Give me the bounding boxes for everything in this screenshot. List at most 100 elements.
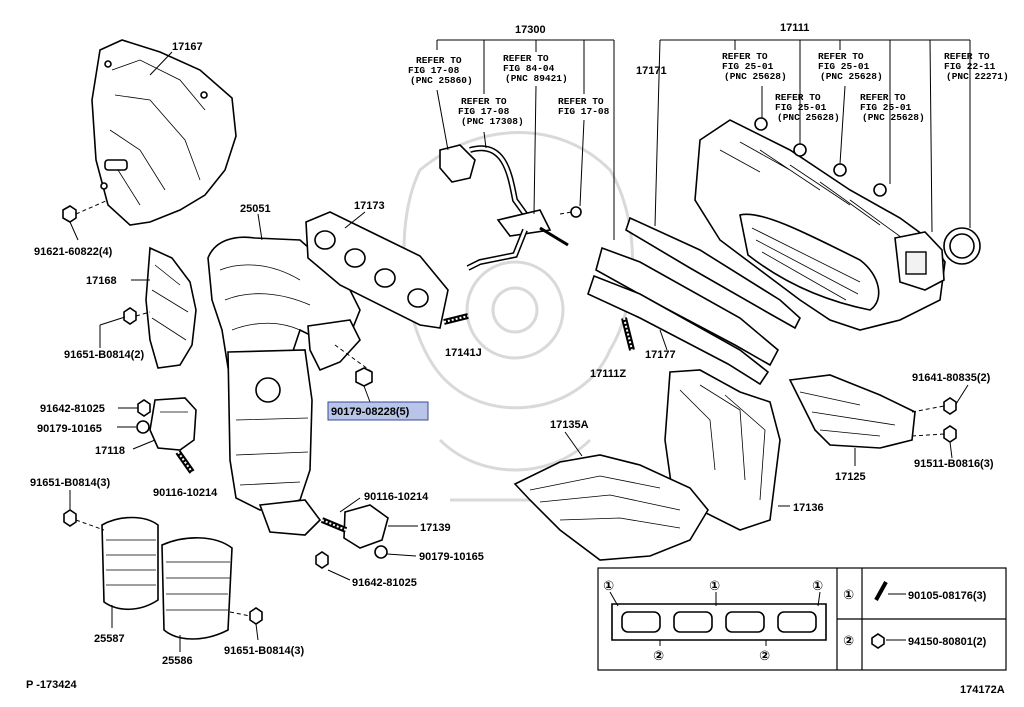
svg-text:(PNC 25628): (PNC 25628) — [777, 112, 840, 123]
label-91651-B0814-3-left: 91651-B0814(3) — [30, 477, 110, 489]
legend-box — [597, 567, 1007, 671]
svg-text:FIG 17-08: FIG 17-08 — [458, 106, 510, 117]
ref-fig-25-01-a: REFER TO FIG 25-01 (PNC 25628) — [722, 51, 787, 82]
legend-item-2: 94150-80801(2) — [908, 636, 987, 648]
label-91651-B0814-2: 91651-B0814(2) — [64, 349, 144, 361]
svg-text:REFER TO: REFER TO — [860, 92, 906, 103]
ref-fig-22-11-22271: REFER TO FIG 22-11 (PNC 22271) — [944, 51, 1009, 82]
legend-key-2: ② — [843, 633, 854, 648]
svg-text:FIG 25-01: FIG 25-01 — [775, 102, 827, 113]
nut-90179-08228 — [334, 344, 373, 403]
label-91511-B0816: 91511-B0816(3) — [914, 458, 994, 470]
legend-marker-2a: ② — [653, 648, 664, 663]
bracket-17168 — [131, 246, 197, 369]
label-91642-81025-lower: 91642-81025 — [352, 577, 417, 589]
footer-right-code: 174172A — [960, 684, 1005, 696]
svg-text:FIG 25-01: FIG 25-01 — [860, 102, 912, 113]
ref-fig-17-08: REFER TO FIG 17-08 — [558, 96, 610, 117]
label-17139: 17139 — [420, 522, 451, 534]
svg-text:REFER TO: REFER TO — [416, 55, 462, 66]
label-17111Z: 17111Z — [590, 368, 626, 380]
legend-marker-1a: ① — [603, 578, 614, 593]
label-17167: 17167 — [172, 41, 203, 53]
ref-fig-17-08-17308: REFER TO FIG 17-08 (PNC 17308) — [458, 96, 524, 127]
heat-insulator-17167 — [91, 39, 237, 226]
svg-text:(PNC 89421): (PNC 89421) — [505, 73, 568, 84]
bolt-91651-bottom — [229, 607, 263, 641]
footer-left-code: P -173424 — [26, 679, 77, 691]
label-90116-10214-lower: 90116-10214 — [364, 491, 429, 503]
leader-17300 — [436, 39, 615, 240]
bolt-91642-lower — [315, 551, 351, 581]
legend-marker-2b: ② — [759, 648, 770, 663]
gasket-17173 — [305, 211, 449, 329]
svg-text:(PNC 25628): (PNC 25628) — [724, 71, 787, 82]
nut-90179-lower — [374, 545, 417, 559]
svg-text:FIG 25-01: FIG 25-01 — [818, 61, 870, 72]
legend-marker-1b: ① — [709, 578, 720, 593]
svg-text:(PNC 17308): (PNC 17308) — [461, 116, 524, 127]
svg-text:FIG 22-11: FIG 22-11 — [944, 61, 996, 72]
svg-text:FIG 25-01: FIG 25-01 — [722, 61, 774, 72]
bolt-91651-left — [99, 307, 151, 348]
bracket-17118 — [132, 397, 197, 451]
ref-fig-17-08-25860: REFER TO FIG 17-08 (PNC 25860) — [408, 55, 473, 86]
leader-17111 — [660, 39, 971, 233]
ref-fig-84-04-89421: REFER TO FIG 84-04 (PNC 89421) — [503, 53, 568, 84]
label-17177: 17177 — [645, 349, 676, 361]
label-91642-81025-left: 91642-81025 — [40, 403, 105, 415]
legend-marker-1c: ① — [812, 578, 823, 593]
svg-text:REFER TO: REFER TO — [722, 51, 768, 62]
label-90116-10214-left: 90116-10214 — [153, 487, 218, 499]
label-17125: 17125 — [835, 471, 866, 483]
label-91621-60822: 91621-60822(4) — [34, 246, 113, 258]
svg-text:(PNC 22271): (PNC 22271) — [946, 71, 1009, 82]
legend-text: ① ① ① ② ② ① ② 90105-08176(3) 94150-80801… — [603, 578, 987, 663]
legend-key-1: ① — [843, 587, 854, 602]
bolt-91511 — [943, 425, 957, 459]
label-90179-10165-lower: 90179-10165 — [419, 551, 484, 563]
label-17171: 17171 — [636, 65, 667, 77]
bracket-17139 — [343, 504, 418, 549]
ref-fig-25-01-d: REFER TO FIG 25-01 (PNC 25628) — [860, 92, 925, 123]
svg-text:FIG 84-04: FIG 84-04 — [503, 63, 555, 74]
intake-manifold-17111 — [694, 117, 981, 331]
svg-text:(PNC 25860): (PNC 25860) — [410, 75, 473, 86]
label-25051: 25051 — [240, 203, 271, 215]
exhaust-manifold-25051 — [207, 213, 361, 536]
bracket-17125 — [788, 374, 945, 466]
label-17141J: 17141J — [445, 347, 482, 359]
svg-text:(PNC 25628): (PNC 25628) — [862, 112, 925, 123]
label-90179-10165-left: 90179-10165 — [37, 423, 102, 435]
highlight-box — [327, 401, 429, 421]
bolt-91651-lowerleft — [63, 490, 105, 531]
label-17118: 17118 — [95, 445, 125, 457]
label-90179-08228-highlighted[interactable]: 90179-08228(5) — [331, 406, 410, 418]
svg-text:REFER TO: REFER TO — [818, 51, 864, 62]
svg-text:FIG 17-08: FIG 17-08 — [408, 65, 460, 76]
label-91641-80835: 91641-80835(2) — [912, 372, 991, 384]
label-17111: 17111 — [780, 22, 809, 34]
bolt-91641 — [943, 384, 969, 415]
label-17173: 17173 — [354, 200, 385, 212]
svg-text:(PNC 25628): (PNC 25628) — [820, 71, 883, 82]
svg-text:REFER TO: REFER TO — [775, 92, 821, 103]
label-17136: 17136 — [793, 502, 824, 514]
gasket-17177 — [587, 246, 780, 386]
label-17168: 17168 — [86, 275, 117, 287]
svg-text:REFER TO: REFER TO — [503, 53, 549, 64]
nut-90179-left — [117, 420, 150, 434]
stud-90116-lower — [320, 497, 361, 533]
label-91651-B0814-3-bottom: 91651-B0814(3) — [224, 645, 304, 657]
svg-text:FIG 17-08: FIG 17-08 — [558, 106, 610, 117]
stud-17111Z — [621, 317, 635, 351]
svg-text:REFER TO: REFER TO — [461, 96, 507, 107]
ref-fig-25-01-c: REFER TO FIG 25-01 (PNC 25628) — [818, 51, 883, 82]
bolt-91642-left — [118, 399, 151, 417]
label-17300: 17300 — [515, 24, 546, 36]
legend-item-1: 90105-08176(3) — [908, 590, 987, 602]
hose-assembly-17300 — [439, 144, 582, 271]
stud-90116-left — [175, 450, 195, 474]
label-25586: 25586 — [162, 655, 193, 667]
